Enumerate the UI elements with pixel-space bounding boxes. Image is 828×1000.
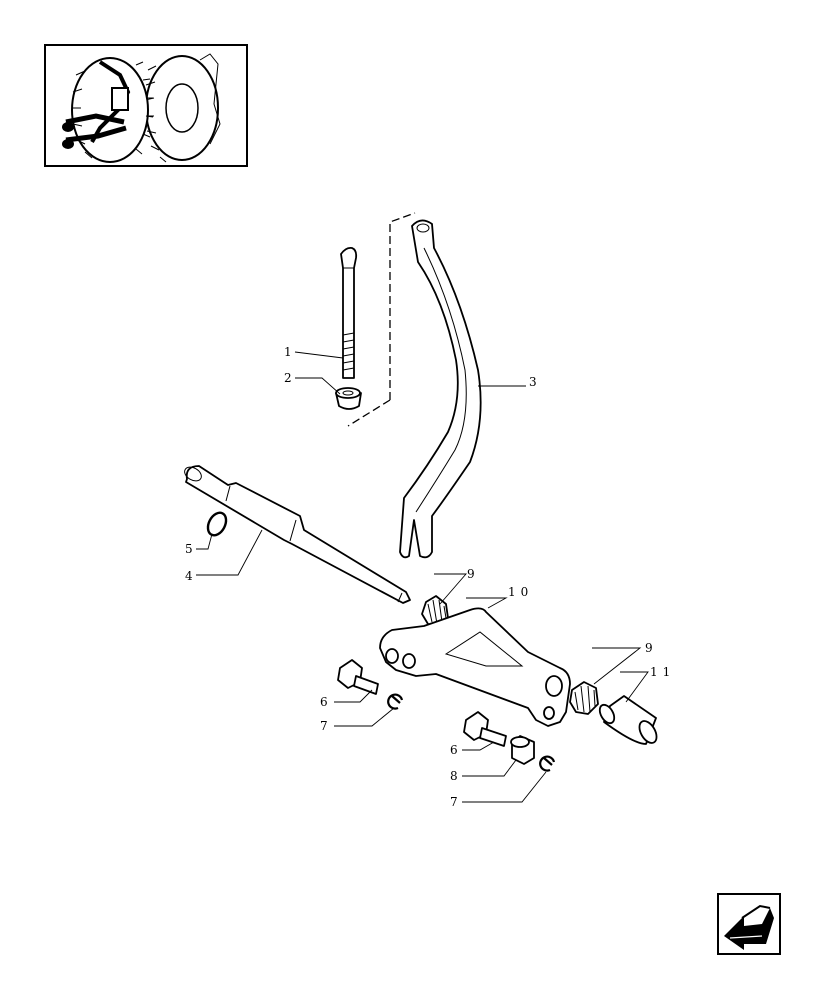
splined-bush-lower [569, 681, 599, 715]
callout-9-lower: 9 [645, 641, 653, 655]
callout-2: 2 [284, 371, 292, 385]
linkage-highlight-icon [62, 60, 131, 149]
callout-7-right: 7 [450, 795, 458, 809]
callout-5: 5 [185, 542, 193, 556]
bolt-left [337, 659, 379, 695]
tractor-thumbnail[interactable] [44, 44, 248, 167]
callout-6-left: 6 [320, 695, 328, 709]
bush [510, 735, 535, 765]
curved-lever [399, 219, 482, 559]
arm-bracket [379, 607, 571, 727]
callout-9-upper: 9 [467, 567, 475, 581]
callout-1: 1 [284, 345, 292, 359]
callout-7-left: 7 [320, 719, 328, 733]
callout-10: 10 [508, 585, 533, 599]
circlip-right [539, 755, 556, 772]
callout-11: 11 [650, 665, 675, 679]
threaded-rod [340, 246, 358, 379]
callout-labels: 1 2 3 5 4 9 10 9 11 6 7 6 8 7 [185, 345, 675, 809]
circlip-left [387, 693, 404, 710]
shaft [184, 465, 411, 604]
nut [335, 387, 362, 410]
assembly-guide-line [347, 212, 416, 427]
o-ring [206, 511, 228, 537]
callout-6-right: 6 [450, 743, 458, 757]
callout-8: 8 [450, 769, 458, 783]
callout-4: 4 [185, 569, 193, 583]
arrow-back-icon [724, 904, 774, 950]
pin-sleeve [598, 695, 658, 745]
bolt-right [463, 711, 507, 747]
callout-3: 3 [529, 375, 537, 389]
leader-lines [196, 351, 649, 803]
previous-page-button[interactable] [717, 893, 781, 955]
